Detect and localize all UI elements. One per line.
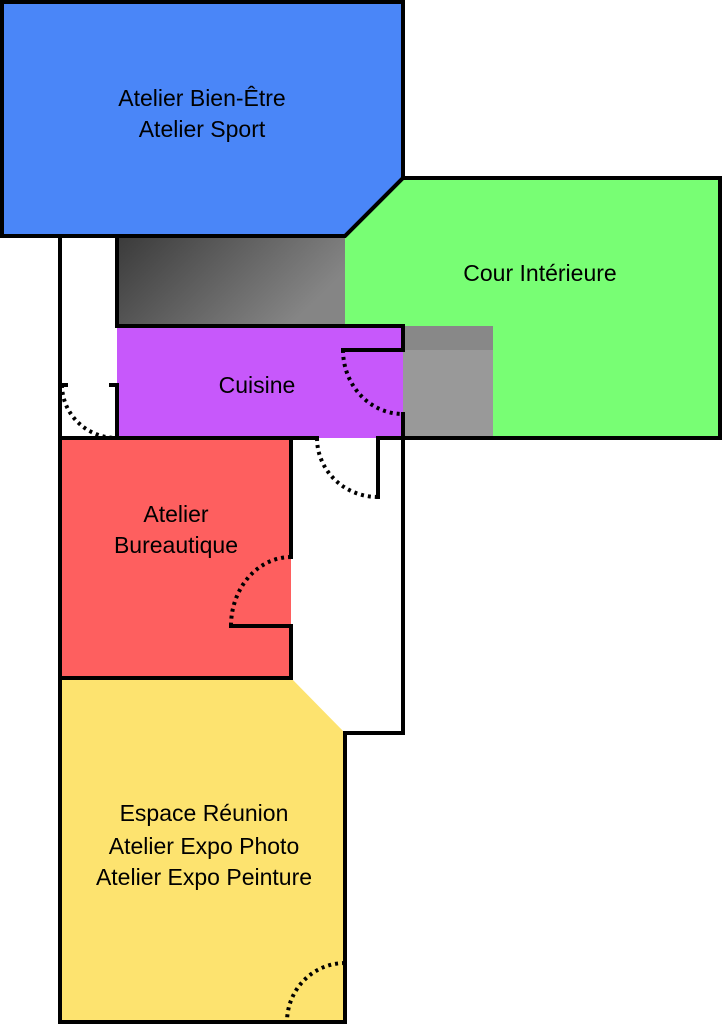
label-cuisine: Cuisine	[219, 372, 296, 398]
label-bureautique-1: Atelier	[143, 501, 209, 527]
label-bien-etre-1: Atelier Bien-Être	[118, 85, 285, 111]
doors	[60, 349, 404, 1023]
label-reunion-2: Atelier Expo Photo	[109, 833, 300, 859]
door-arc-cuisine-cour[interactable]	[341, 349, 404, 416]
storage-dark-area	[117, 236, 345, 326]
label-bien-etre-2: Atelier Sport	[139, 116, 266, 142]
label-bureautique-2: Bureautique	[114, 532, 238, 558]
storage-gray-band	[403, 326, 493, 350]
room-reunion[interactable]	[60, 678, 345, 1022]
label-reunion-1: Espace Réunion	[120, 800, 289, 826]
label-cour: Cour Intérieure	[463, 260, 616, 286]
door-arc-hallway[interactable]	[60, 384, 116, 440]
label-reunion-3: Atelier Expo Peinture	[96, 864, 312, 890]
room-bureautique[interactable]	[60, 438, 291, 678]
room-bien-etre[interactable]	[2, 2, 403, 236]
room-cuisine[interactable]	[117, 326, 403, 438]
door-arc-cuisine-corridor[interactable]	[315, 437, 379, 499]
